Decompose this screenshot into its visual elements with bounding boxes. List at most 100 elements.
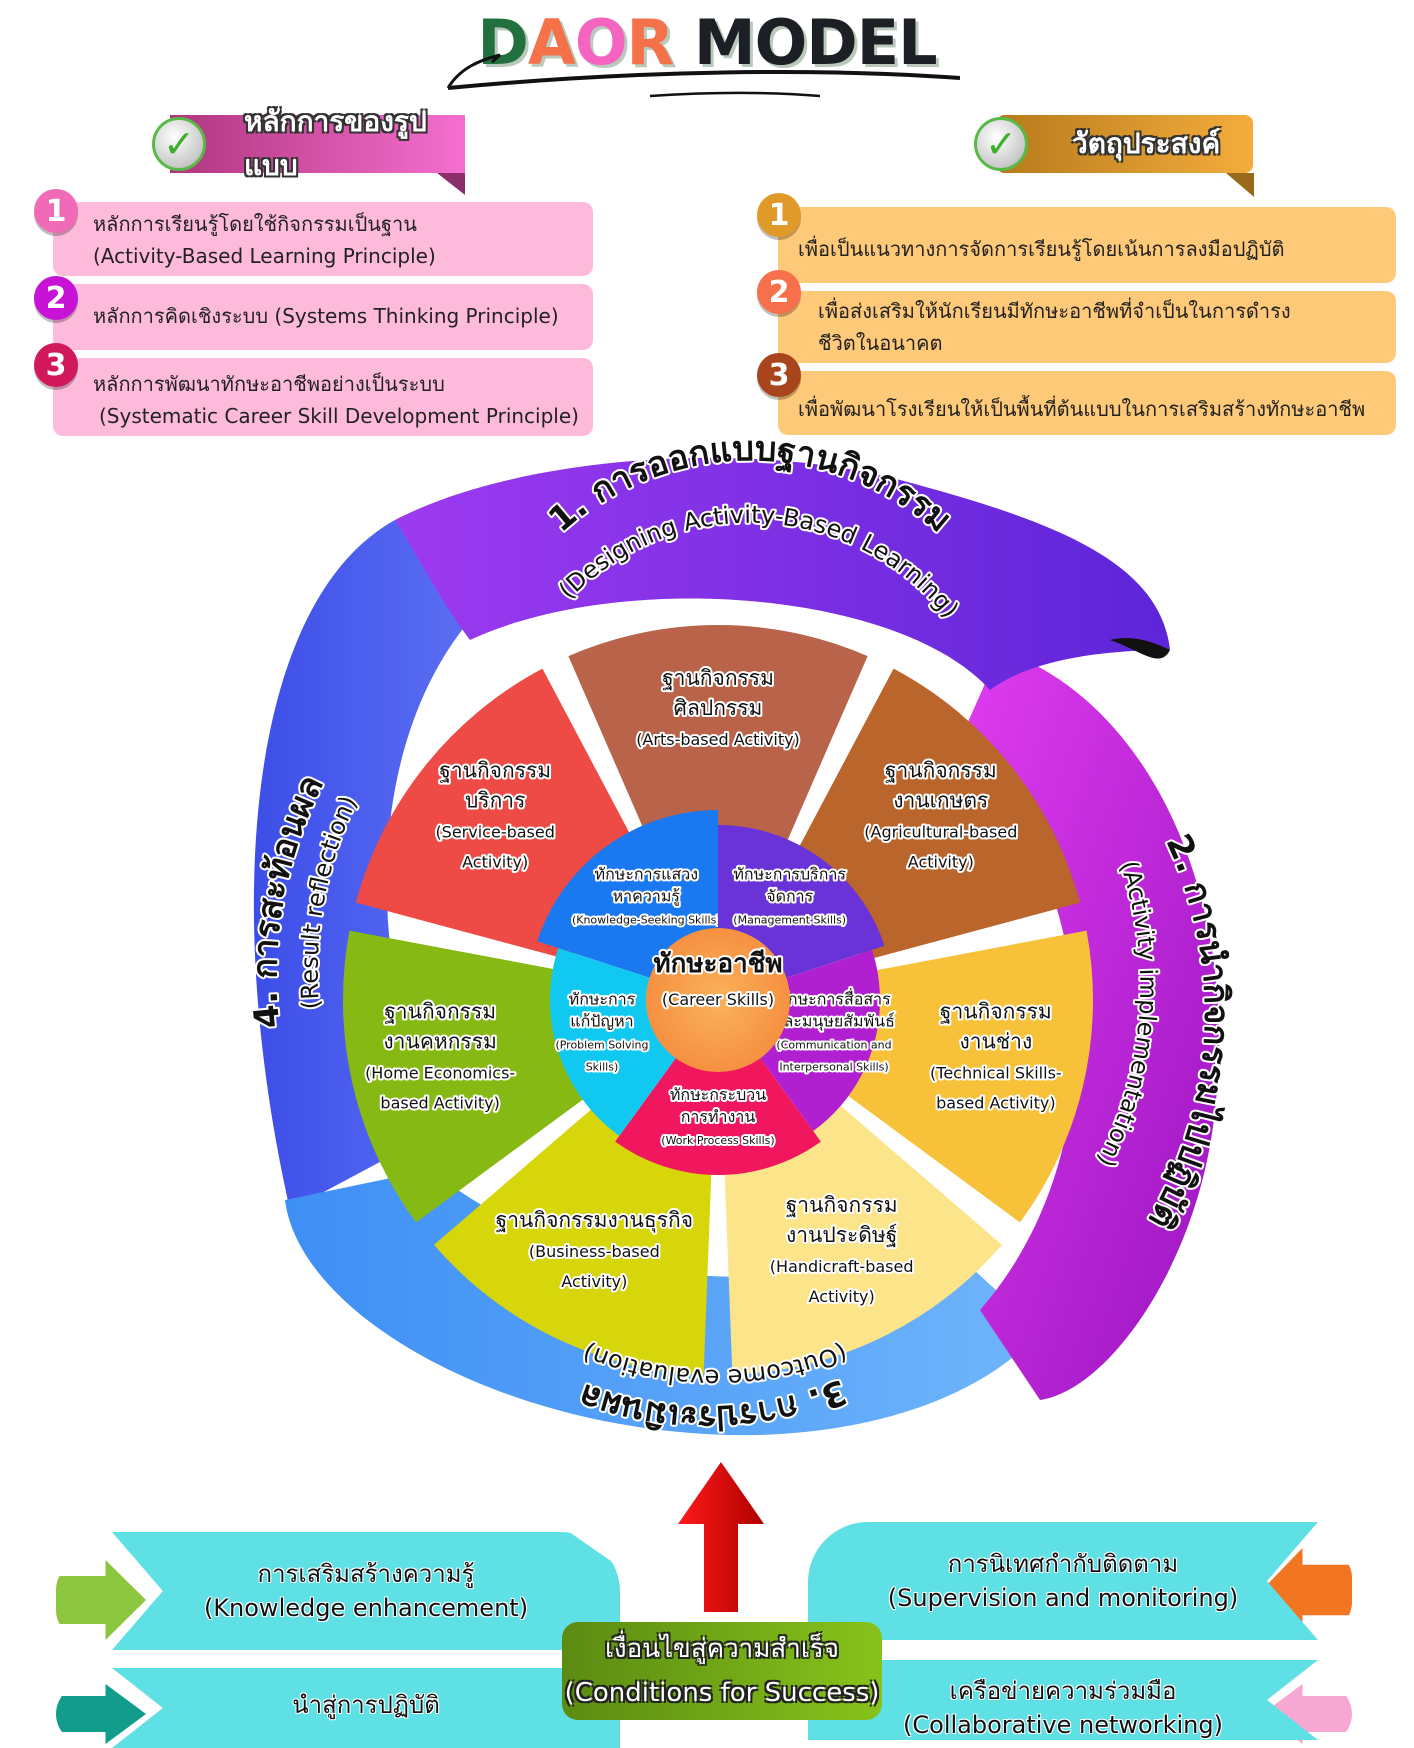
condition-supervision-monitoring: การนิเทศกำกับติดตาม (Supervision and mon… xyxy=(808,1522,1318,1640)
activity-base-label: ฐานกิจกรรม xyxy=(885,758,997,782)
band-step-1 xyxy=(395,457,1170,690)
title-rest: MODEL xyxy=(693,6,938,79)
activity-base-label: งานเกษตร xyxy=(893,788,988,812)
objective-item-3: เพื่อพัฒนาโรงเรียนให้เป็นพื้นที่ต้นแบบใน… xyxy=(778,371,1396,435)
principle-item-3: หลักการพัฒนาทักษะอาชีพอย่างเป็นระบบ (Sys… xyxy=(53,358,593,436)
objectives-heading: วัตถุประสงค์ xyxy=(1072,127,1221,160)
activity-base-label: ฐานกิจกรรมงานธุรกิจ xyxy=(496,1208,693,1233)
skill-segment xyxy=(615,1056,821,1176)
number-badge-1: 1 xyxy=(34,189,78,233)
activity-base-label: Activity) xyxy=(908,852,974,871)
condition-implementation: นำสู่การปฏิบัติ xyxy=(112,1668,620,1748)
number-badge-3: 3 xyxy=(34,343,78,387)
title-letter-o: O xyxy=(574,6,628,79)
activity-base-segment xyxy=(343,930,598,1223)
activity-base-label: ฐานกิจกรรม xyxy=(662,666,774,690)
objective-2-line-1: เพื่อส่งเสริมให้นักเรียนมีทักษะอาชีพที่จ… xyxy=(818,299,1291,323)
skill-label: (Problem Solving xyxy=(555,1039,648,1052)
skill-segment xyxy=(718,825,885,979)
principles-heading: หลักการของรูปแบบ xyxy=(244,105,427,182)
title-underline-swoosh xyxy=(446,53,960,98)
activity-base-label: งานคหกรรม xyxy=(383,1029,496,1053)
principle-3-line-1: หลักการพัฒนาทักษะอาชีพอย่างเป็นระบบ xyxy=(93,372,445,396)
skill-segment xyxy=(537,810,718,979)
skill-segment xyxy=(550,948,677,1136)
skill-label: ทักษะกระบวน xyxy=(670,1085,766,1104)
skill-label: (Management Skills) xyxy=(733,913,846,926)
conditions-for-success-box: เงื่อนไขสู่ความสำเร็จ (Conditions for Su… xyxy=(562,1622,882,1720)
activity-base-label: Activity) xyxy=(809,1287,875,1306)
skill-label: แก้ปัญหา xyxy=(570,1012,633,1031)
core-subtitle: (Career Skills) xyxy=(662,990,774,1009)
activity-base-segment xyxy=(568,625,868,863)
condition-1-th: การเสริมสร้างความรู้ xyxy=(257,1560,475,1588)
skill-label: ทักษะการสื่อสาร xyxy=(777,988,891,1009)
number-badge-2: 2 xyxy=(757,270,801,314)
principle-item-2: หลักการคิดเชิงระบบ (Systems Thinking Pri… xyxy=(53,284,593,350)
skill-label: (Communication and xyxy=(776,1039,891,1052)
career-skills-core xyxy=(646,928,790,1072)
skill-label: Skills) xyxy=(586,1061,619,1074)
activity-base-label: (Agricultural-based xyxy=(864,822,1017,841)
skill-label: ทักษะการ xyxy=(569,990,636,1009)
principle-3-line-2: (Systematic Career Skill Development Pri… xyxy=(99,404,579,428)
condition-collaborative-networking: เครือข่ายความร่วมมือ (Collaborative netw… xyxy=(808,1660,1318,1740)
activity-base-label: based Activity) xyxy=(936,1093,1055,1112)
activity-base-label: (Arts-based Activity) xyxy=(636,730,800,749)
principle-1-line-2: (Activity-Based Learning Principle) xyxy=(93,244,436,268)
band-step-4 xyxy=(253,520,470,1210)
skill-label: (Knowledge-Seeking Skills) xyxy=(572,913,721,926)
principle-item-1: หลักการเรียนรู้โดยใช้กิจกรรมเป็นฐาน (Act… xyxy=(53,202,593,276)
principles-heading-wrap: หลักการของรูปแบบ xyxy=(170,105,465,182)
skill-label: จัดการ xyxy=(766,886,813,905)
activity-base-label: (Handicraft-based xyxy=(770,1257,914,1276)
activity-base-segment xyxy=(434,1097,713,1375)
condition-4-th: เครือข่ายความร่วมมือ xyxy=(949,1677,1177,1705)
activity-base-label: ฐานกิจกรรม xyxy=(439,758,551,782)
activity-base-label: ฐานกิจกรรม xyxy=(384,999,496,1023)
number-badge-1: 1 xyxy=(757,193,801,237)
activity-base-label: Activity) xyxy=(462,852,528,871)
activity-base-label: (Service-based xyxy=(435,822,554,841)
skill-label: ทักษะการแสวง xyxy=(595,864,699,883)
up-arrow-icon xyxy=(678,1462,764,1612)
title-letter-a: A xyxy=(527,6,576,79)
principles-banner-fold xyxy=(437,173,465,195)
conditions-center-en: (Conditions for Success) xyxy=(564,1678,880,1708)
principles-banner: หลักการของรูปแบบ xyxy=(170,105,465,182)
objective-2-line-2: ชีวิตในอนาคต xyxy=(818,331,943,355)
activity-base-label: based Activity) xyxy=(380,1093,499,1112)
skill-label: (Work Process Skills) xyxy=(661,1134,774,1147)
condition-2-th: การนิเทศกำกับติดตาม xyxy=(947,1550,1179,1578)
activity-base-label: งานประดิษฐ์ xyxy=(786,1223,897,1247)
condition-1-en: (Knowledge enhancement) xyxy=(203,1594,529,1622)
page-title: DAOR MODEL xyxy=(0,6,1414,79)
band-fold-shadow xyxy=(1110,638,1170,659)
objective-item-2: เพื่อส่งเสริมให้นักเรียนมีทักษะอาชีพที่จ… xyxy=(778,291,1396,363)
activity-base-label: งานช่าง xyxy=(960,1029,1033,1053)
activity-base-label: Activity) xyxy=(561,1272,627,1291)
activity-base-segment xyxy=(788,668,1081,962)
condition-3-th: นำสู่การปฏิบัติ xyxy=(292,1691,440,1719)
activity-base-segment xyxy=(723,1097,1002,1375)
principle-1-line-1: หลักการเรียนรู้โดยใช้กิจกรรมเป็นฐาน xyxy=(93,212,417,236)
skill-label: ทักษะการบริการ xyxy=(733,864,846,883)
objective-3-line-1: เพื่อพัฒนาโรงเรียนให้เป็นพื้นที่ต้นแบบใน… xyxy=(798,397,1366,421)
activity-base-segment xyxy=(838,930,1093,1223)
number-badge-3: 3 xyxy=(757,353,801,397)
skill-label: Interpersonal Skills) xyxy=(779,1061,888,1074)
conditions-center-th: เงื่อนไขสู่ความสำเร็จ xyxy=(605,1634,839,1664)
skill-label: และมนุษยสัมพันธ์ xyxy=(773,1012,895,1032)
condition-knowledge-enhancement: การเสริมสร้างความรู้ (Knowledge enhancem… xyxy=(112,1532,620,1650)
activity-base-label: (Technical Skills- xyxy=(930,1063,1062,1082)
skill-label: การทำงาน xyxy=(681,1107,756,1126)
condition-4-en: (Collaborative networking) xyxy=(903,1711,1223,1739)
objective-item-1: เพื่อเป็นแนวทางการจัดการเรียนรู้โดยเน้นก… xyxy=(778,207,1396,283)
activity-base-label: ศิลปกรรม xyxy=(674,696,763,720)
check-icon: ✓ xyxy=(974,117,1028,171)
activity-base-label: ฐานกิจกรรม xyxy=(940,999,1052,1023)
objectives-banner: วัตถุประสงค์ xyxy=(998,115,1253,173)
check-icon: ✓ xyxy=(152,117,206,171)
